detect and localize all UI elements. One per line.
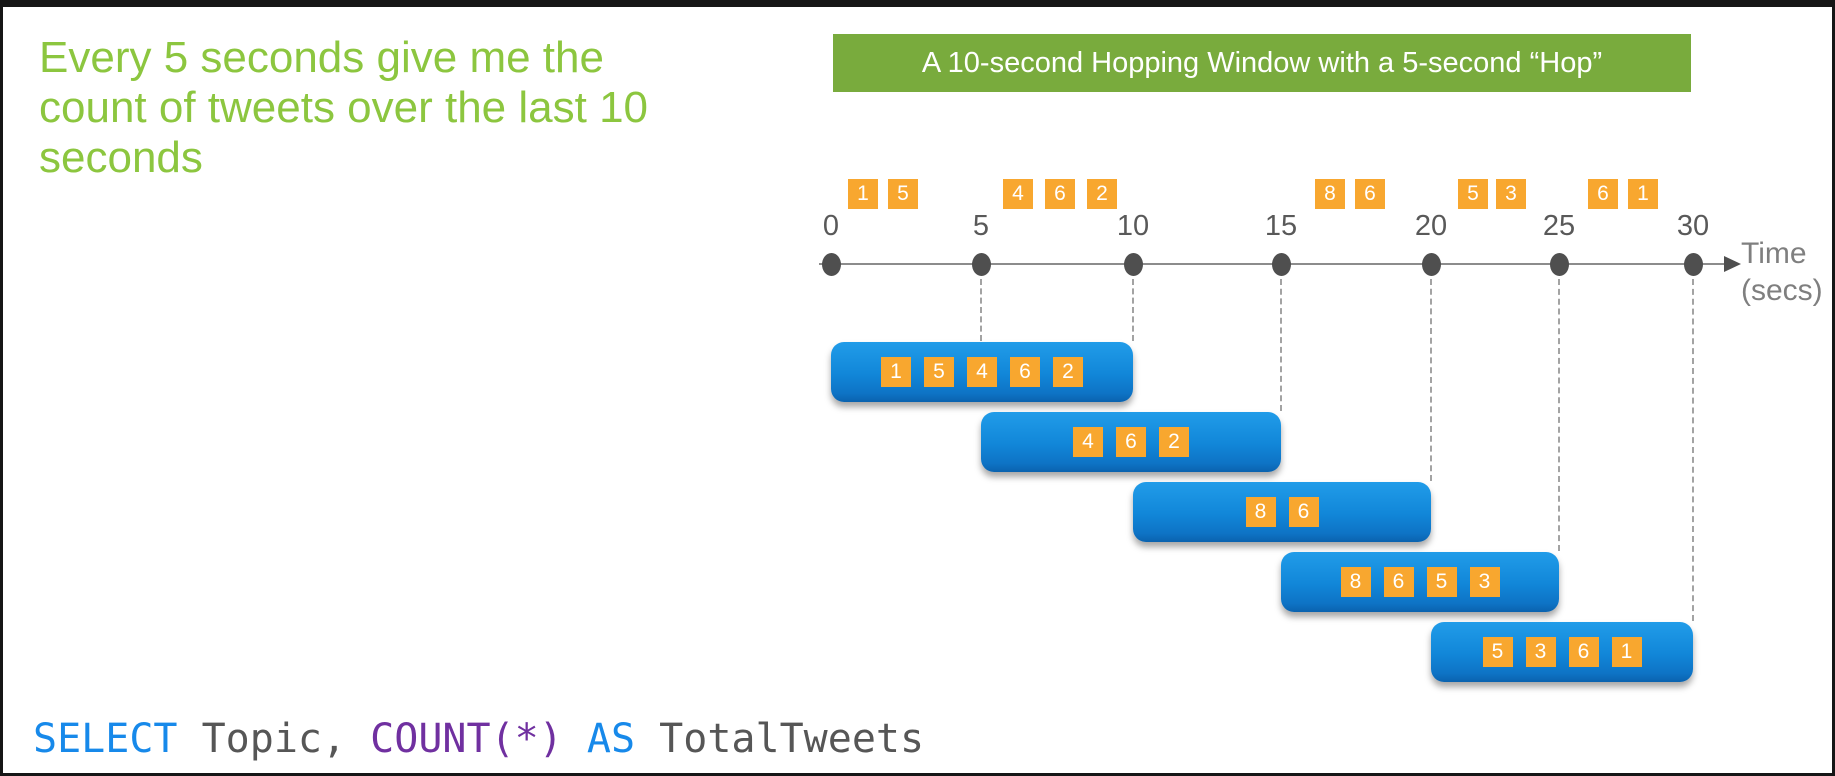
window-event-chip: 6 (1383, 567, 1414, 597)
axis-tick-label: 20 (1414, 210, 1448, 242)
dropline-25 (1558, 279, 1560, 551)
sql-function: COUNT(*) (370, 716, 563, 762)
stream-event-chip: 8 (1315, 179, 1345, 209)
window-event-chip: 6 (1568, 637, 1599, 667)
window-event-chip: 4 (967, 357, 997, 387)
sql-line-1: SELECT Topic, COUNT(*) AS TotalTweets (33, 709, 1117, 770)
window-event-chip: 6 (1288, 497, 1319, 527)
stream-event-chip: 6 (1045, 179, 1075, 209)
hopping-window-15-25: 8 6 5 3 (1281, 552, 1559, 612)
prompt-line-2: count of tweets over the last 10 (39, 83, 649, 132)
window-event-chip: 8 (1340, 567, 1371, 597)
axis-title-line-2: (secs) (1741, 274, 1823, 307)
axis-tick-label: 25 (1542, 210, 1576, 242)
window-event-chip: 5 (924, 357, 954, 387)
time-axis-arrow-icon (1724, 256, 1741, 272)
stream-event-chip: 1 (1628, 179, 1658, 209)
axis-title-line-1: Time (1741, 237, 1807, 270)
window-event-chip: 3 (1469, 567, 1500, 597)
window-event-chip: 5 (1482, 637, 1513, 667)
title-banner-label: A 10-second Hopping Window with a 5-seco… (921, 46, 1603, 79)
window-event-chip: 1 (1611, 637, 1642, 667)
window-event-chip: 2 (1159, 427, 1189, 457)
window-event-chip: 6 (1116, 427, 1146, 457)
title-banner: A 10-second Hopping Window with a 5-seco… (833, 34, 1691, 92)
sql-query: SELECT Topic, COUNT(*) AS TotalTweets FR… (33, 587, 1117, 773)
stream-event-chip: 6 (1588, 179, 1618, 209)
axis-title: Time (secs) (1741, 235, 1832, 309)
stream-event-chip: 5 (1458, 179, 1488, 209)
window-event-chip: 8 (1245, 497, 1276, 527)
axis-tick-dot (972, 253, 991, 276)
axis-tick-dot (1684, 253, 1703, 276)
stream-event-chip: 6 (1355, 179, 1385, 209)
stream-event-chip: 4 (1003, 179, 1033, 209)
axis-tick-label: 5 (972, 210, 990, 242)
hopping-window-20-30: 5 3 6 1 (1431, 622, 1693, 682)
prompt-line-3: seconds (39, 133, 203, 182)
sql-text: TotalTweets (635, 716, 925, 762)
hopping-window-0-10: 1 5 4 6 2 (831, 342, 1133, 402)
stream-event-chip: 3 (1496, 179, 1526, 209)
window-event-chip: 5 (1426, 567, 1457, 597)
stream-event-chip: 5 (888, 179, 918, 209)
dropline-5 (980, 279, 982, 341)
prompt-text: Every 5 seconds give me the count of twe… (39, 33, 648, 183)
prompt-line-1: Every 5 seconds give me the (39, 33, 604, 82)
hopping-window-10-20: 8 6 (1133, 482, 1431, 542)
dropline-15 (1280, 279, 1282, 411)
sql-text (563, 716, 587, 762)
axis-tick-dot (822, 253, 841, 276)
axis-tick-label: 30 (1676, 210, 1710, 242)
axis-tick-dot (1550, 253, 1569, 276)
dropline-20 (1430, 279, 1432, 481)
dropline-30 (1692, 279, 1694, 621)
window-event-chip: 3 (1525, 637, 1556, 667)
stream-event-chip: 2 (1087, 179, 1117, 209)
sql-text: Topic, (177, 716, 371, 762)
axis-tick-dot (1272, 253, 1291, 276)
stream-event-chip: 1 (848, 179, 878, 209)
window-event-chip: 4 (1073, 427, 1103, 457)
dropline-10 (1132, 279, 1134, 341)
axis-tick-dot (1124, 253, 1143, 276)
axis-tick-label: 15 (1264, 210, 1298, 242)
axis-tick-dot (1422, 253, 1441, 276)
window-event-chip: 1 (881, 357, 911, 387)
hopping-window-5-15: 4 6 2 (981, 412, 1281, 472)
sql-keyword: SELECT (33, 716, 178, 762)
axis-tick-label: 10 (1116, 210, 1150, 242)
axis-tick-label: 0 (822, 210, 840, 242)
window-event-chip: 6 (1010, 357, 1040, 387)
sql-keyword: AS (586, 716, 636, 762)
window-event-chip: 2 (1053, 357, 1083, 387)
